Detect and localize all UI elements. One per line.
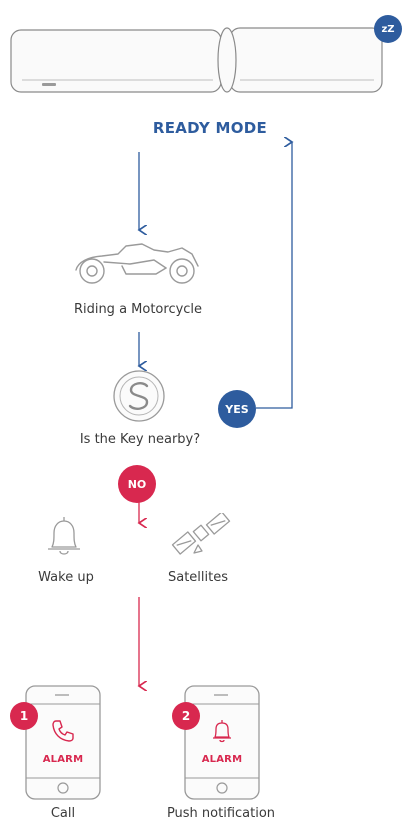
satellite-icon xyxy=(168,513,232,559)
yes-badge: YES xyxy=(218,390,256,428)
bell-icon xyxy=(44,513,84,559)
satellites-label: Satellites xyxy=(148,570,248,585)
riding-label: Riding a Motorcycle xyxy=(38,302,238,317)
tracker-device-icon xyxy=(8,22,398,102)
alarm-text: ALARM xyxy=(33,754,93,765)
key-question-label: Is the Key nearby? xyxy=(40,432,240,447)
sleep-badge: zZ xyxy=(374,15,402,43)
alert-number-badge: 1 xyxy=(10,702,38,730)
push-notification-label: Push notification xyxy=(136,806,306,821)
arrow-yes-loop xyxy=(256,142,292,408)
alert-call-phone: ALARM xyxy=(24,684,102,801)
phone-icon xyxy=(50,718,76,744)
wake-up-label: Wake up xyxy=(16,570,116,585)
call-label: Call xyxy=(13,806,113,821)
no-badge: NO xyxy=(118,465,156,503)
key-fob-icon xyxy=(111,368,167,424)
bell-icon xyxy=(210,718,234,744)
alert-push-phone: ALARM xyxy=(183,684,261,801)
alert-number-badge: 2 xyxy=(172,702,200,730)
ready-mode-label: READY MODE xyxy=(120,119,300,137)
motorcycle-icon xyxy=(70,240,210,285)
alarm-text: ALARM xyxy=(192,754,252,765)
